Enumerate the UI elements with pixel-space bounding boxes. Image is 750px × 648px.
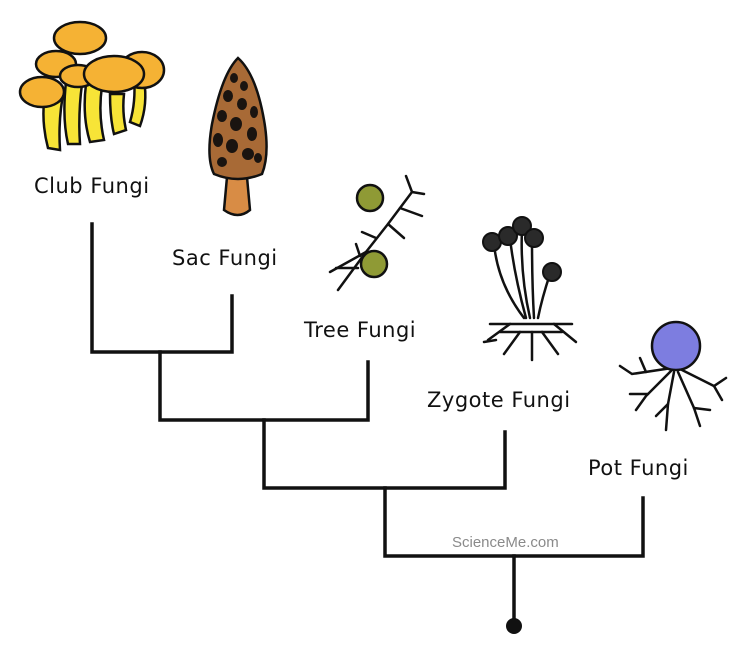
morel-icon xyxy=(208,56,268,217)
taxon-label-zygote-fungi: Zygote Fungi xyxy=(427,388,571,412)
branch-clade-2 xyxy=(262,418,507,490)
pot-fungi-icon xyxy=(618,320,728,432)
taxon-label-sac-fungi: Sac Fungi xyxy=(172,246,278,270)
taxon-label-tree-fungi: Tree Fungi xyxy=(304,318,417,342)
club-fungi-icon xyxy=(18,20,166,152)
branch-clade-1 xyxy=(158,350,370,422)
taxon-label-pot-fungi: Pot Fungi xyxy=(588,456,689,480)
branch-club-fungi xyxy=(90,222,234,354)
taxon-label-club-fungi: Club Fungi xyxy=(34,174,150,198)
watermark-text: ScienceMe.com xyxy=(452,534,559,551)
zygote-fungi-icon xyxy=(482,216,578,362)
root-node xyxy=(506,618,522,634)
tree-fungi-icon xyxy=(328,174,426,292)
